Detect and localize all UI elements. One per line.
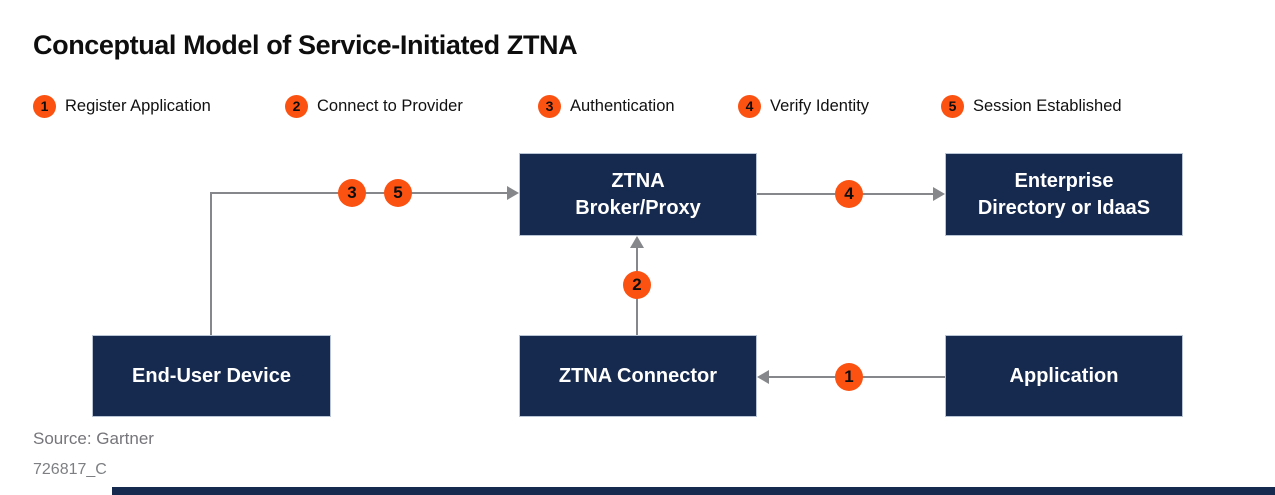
figure-id: 726817_C xyxy=(33,461,107,478)
node-ztna-broker-proxy: ZTNA Broker/Proxy xyxy=(519,153,757,236)
legend-item-5: 5 Session Established xyxy=(941,94,1122,118)
legend-label-2: Connect to Provider xyxy=(317,96,463,115)
flow-step-3-badge: 3 xyxy=(338,179,366,207)
legend-label-3: Authentication xyxy=(570,96,675,115)
node-label-directory: Enterprise Directory or IdaaS xyxy=(977,169,1151,219)
connector-line-device-up xyxy=(210,192,212,336)
node-enterprise-directory: Enterprise Directory or IdaaS xyxy=(945,153,1183,236)
node-label-broker: ZTNA Broker/Proxy xyxy=(575,169,701,219)
bottom-divider-bar xyxy=(112,487,1275,495)
node-end-user-device: End-User Device xyxy=(92,335,331,417)
arrowhead-into-connector-icon xyxy=(757,370,769,384)
flow-step-2-badge: 2 xyxy=(623,271,651,299)
node-application: Application xyxy=(945,335,1183,417)
node-ztna-connector: ZTNA Connector xyxy=(519,335,757,417)
step-5-badge: 5 xyxy=(941,94,964,118)
legend-item-1: 1 Register Application xyxy=(33,94,211,118)
step-1-badge: 1 xyxy=(33,94,56,118)
legend-item-2: 2 Connect to Provider xyxy=(285,94,463,118)
step-3-badge: 3 xyxy=(538,94,561,118)
flow-step-5-badge: 5 xyxy=(384,179,412,207)
legend-item-3: 3 Authentication xyxy=(538,94,675,118)
node-label-application: Application xyxy=(1009,364,1119,387)
arrowhead-into-broker-icon xyxy=(507,186,519,200)
legend-label-5: Session Established xyxy=(973,96,1122,115)
arrowhead-into-directory-icon xyxy=(933,187,945,201)
step-2-badge: 2 xyxy=(285,94,308,118)
arrowhead-up-into-broker-icon xyxy=(630,236,644,248)
flow-step-4-badge: 4 xyxy=(835,180,863,208)
legend-label-4: Verify Identity xyxy=(770,96,870,115)
node-label-connector: ZTNA Connector xyxy=(558,364,718,387)
legend-item-4: 4 Verify Identity xyxy=(738,94,869,118)
page-title: Conceptual Model of Service-Initiated ZT… xyxy=(33,30,578,60)
legend-label-1: Register Application xyxy=(65,96,211,115)
node-label-device: End-User Device xyxy=(132,364,291,387)
flow-step-1-badge: 1 xyxy=(835,363,863,391)
source-attribution: Source: Gartner xyxy=(33,429,154,448)
step-4-badge: 4 xyxy=(738,94,761,118)
